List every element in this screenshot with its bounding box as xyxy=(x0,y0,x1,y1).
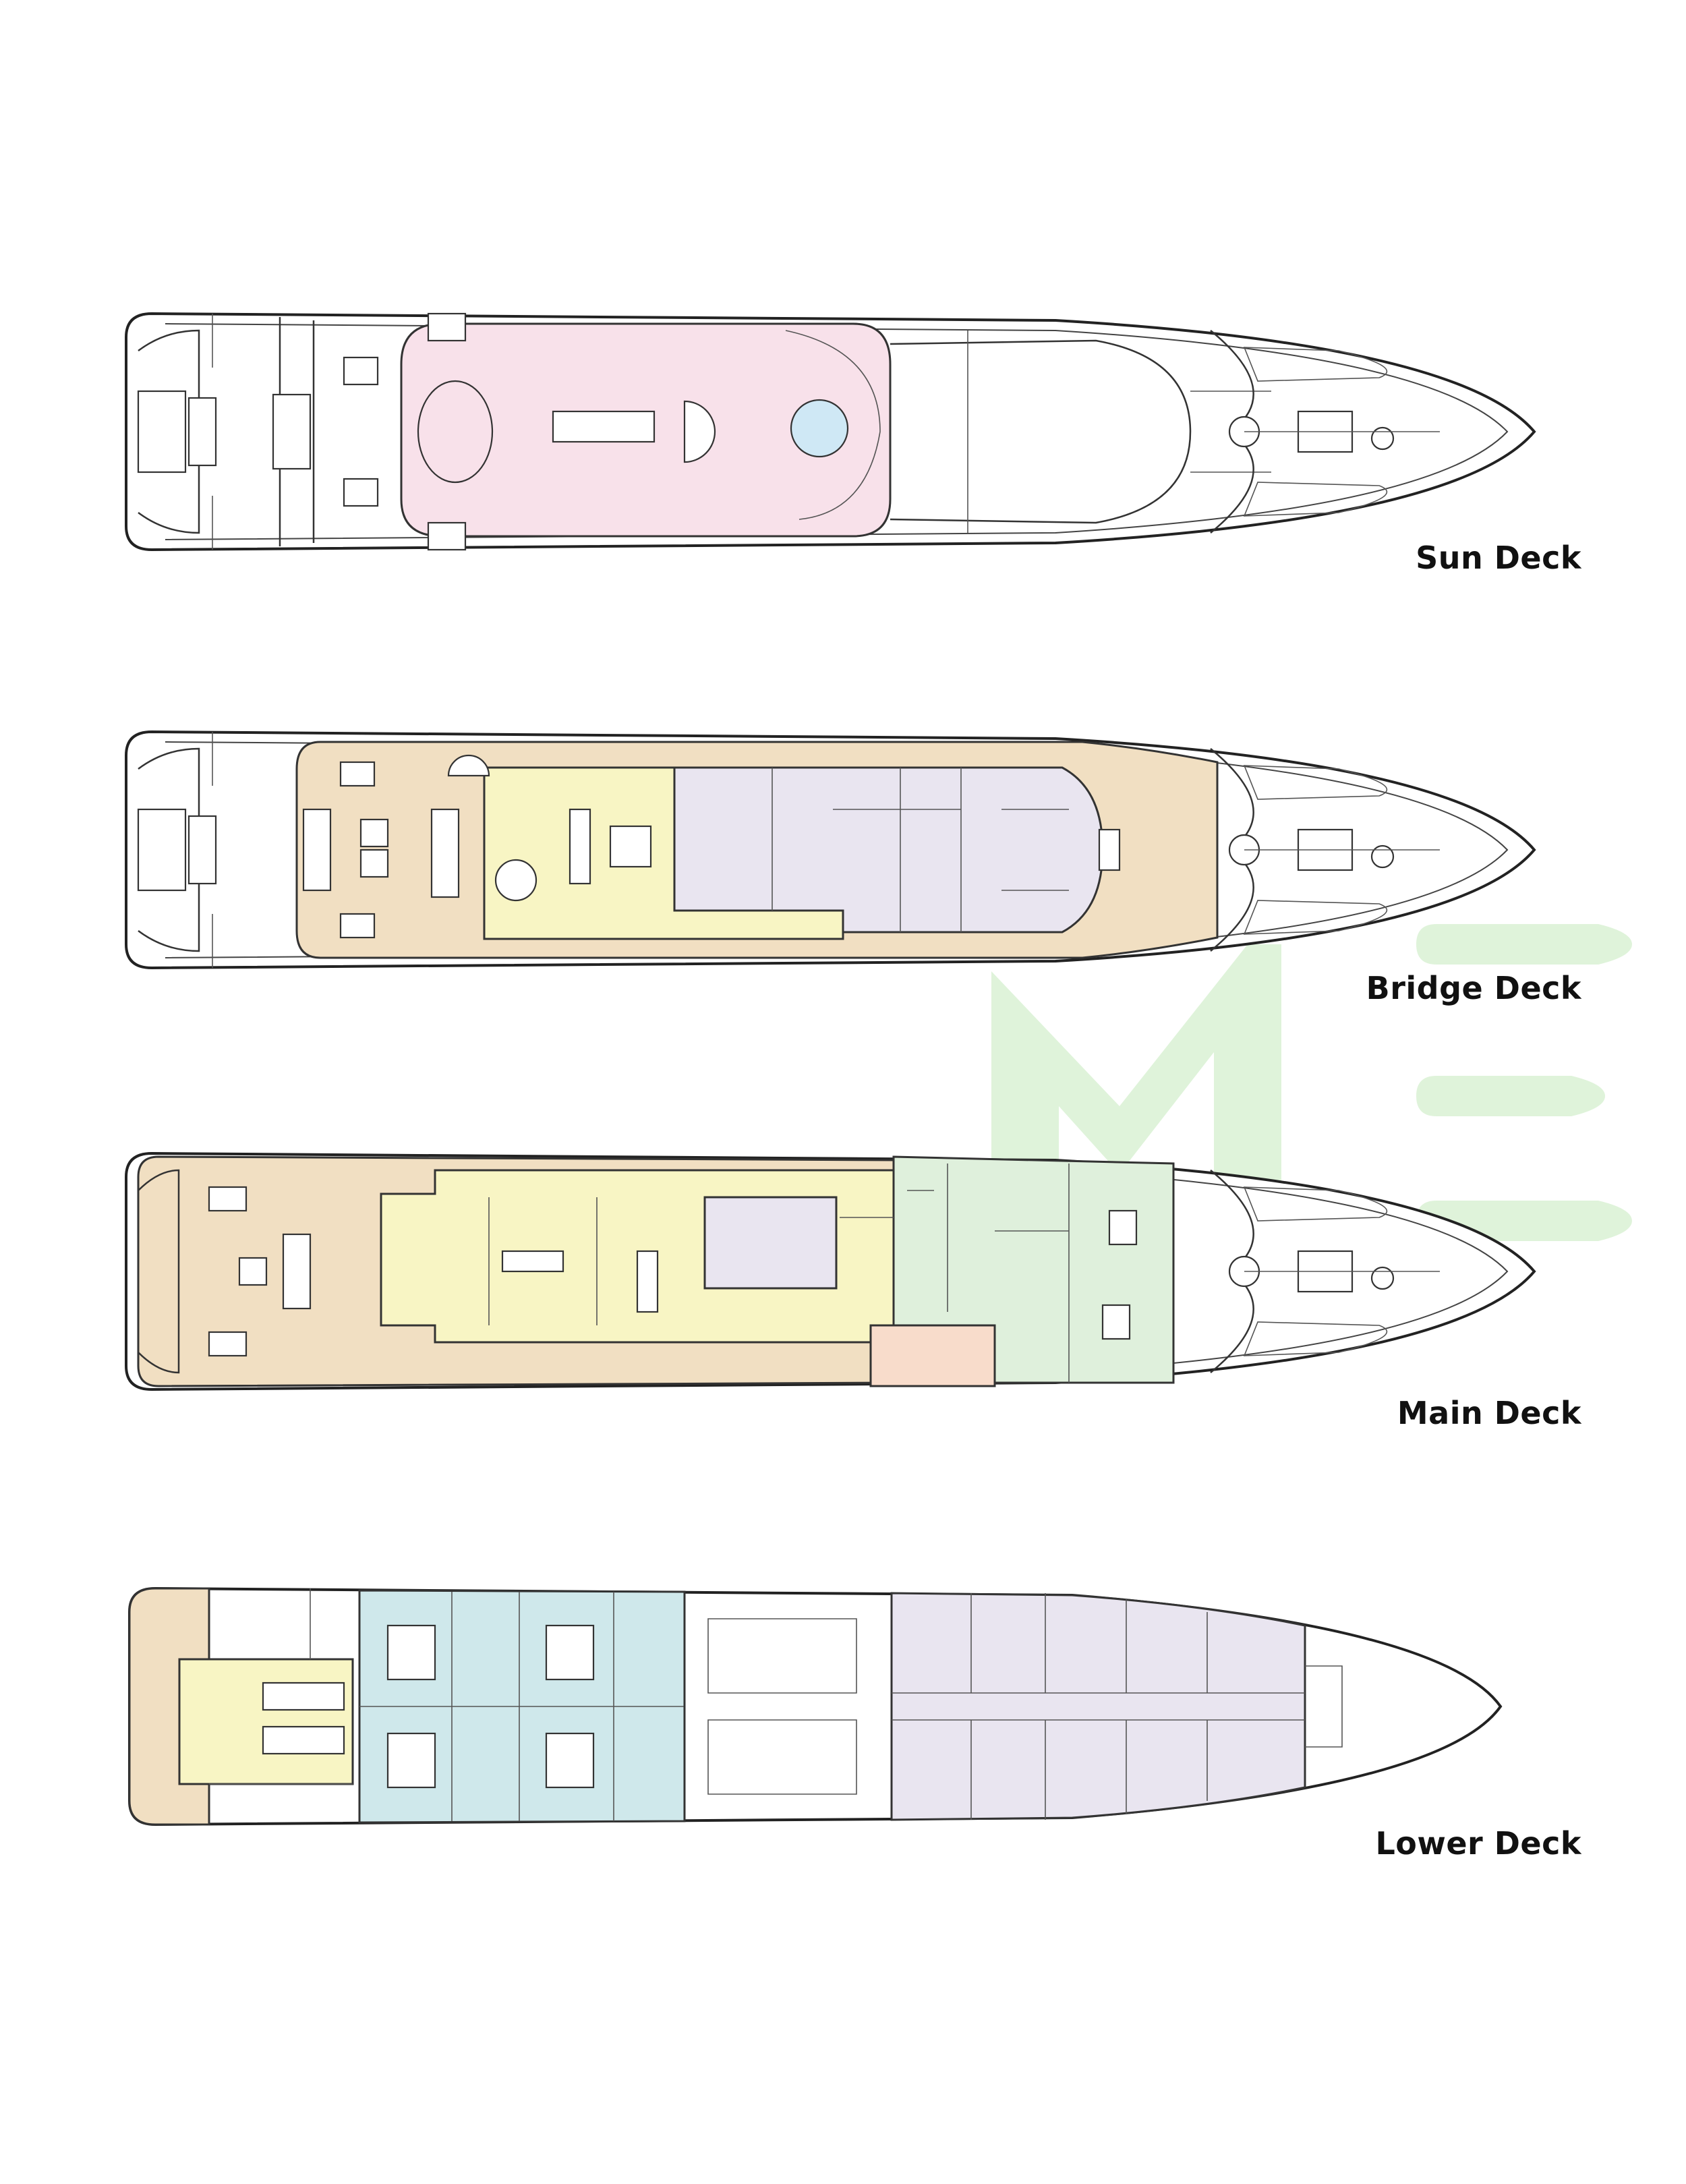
crew-quarters xyxy=(890,1592,1306,1821)
lower-deck-plan[interactable] xyxy=(128,1586,1503,1827)
office xyxy=(869,1324,996,1387)
pool-icon xyxy=(790,399,849,458)
lower-deck-label: Lower Deck xyxy=(1375,1825,1581,1862)
main-deck-label: Main Deck xyxy=(1397,1395,1581,1431)
main-deck-plan[interactable] xyxy=(125,1152,1536,1391)
dining-table-icon xyxy=(552,410,656,443)
tender-garage xyxy=(178,1658,354,1785)
bridge-deck-label: Bridge Deck xyxy=(1366,970,1581,1006)
bridge-deck-plan[interactable] xyxy=(125,730,1536,969)
bridge-wheelhouse xyxy=(673,766,1104,933)
main-galley xyxy=(703,1196,838,1290)
sun-deck-plan[interactable] xyxy=(125,312,1536,551)
sun-deck-label: Sun Deck xyxy=(1416,540,1581,576)
jacuzzi-icon xyxy=(417,380,494,484)
